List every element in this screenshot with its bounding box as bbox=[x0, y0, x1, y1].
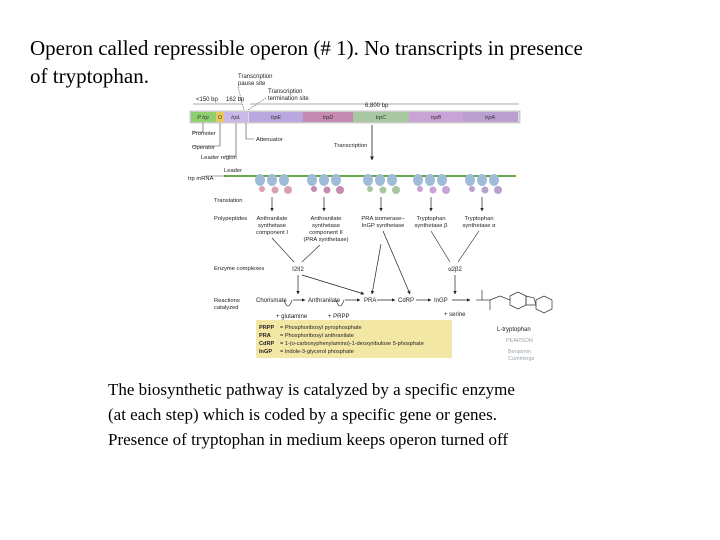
polypeptide-2-line3: component II bbox=[309, 230, 343, 236]
ribosome-group-trpb bbox=[413, 174, 450, 194]
transcription-label: Transcription bbox=[334, 143, 367, 149]
gene-trpc bbox=[353, 112, 409, 122]
polypeptide-1-line1: Anthranilate bbox=[257, 216, 288, 222]
legend-box bbox=[256, 320, 452, 358]
glutamine-label: + glutamine bbox=[276, 314, 308, 320]
trp-mrna-label: trp mRNA bbox=[188, 176, 214, 182]
termination-site-label-2: termination site bbox=[268, 96, 309, 102]
leader-region-label: Leader region bbox=[201, 155, 237, 161]
termination-site-label-1: Transcription bbox=[268, 89, 302, 95]
complex-right-label: α2β2 bbox=[448, 267, 462, 273]
polypeptide-2-line4: (PRA synthetase) bbox=[303, 237, 348, 243]
anthranilate-label: Anthranilate bbox=[308, 298, 341, 304]
gene-label-p-trp: P trp bbox=[197, 115, 208, 121]
gene-trpa bbox=[463, 112, 518, 122]
reactions-label-1: Reactions bbox=[214, 298, 240, 304]
legend-abbr-pra: PRA bbox=[259, 333, 271, 339]
publisher-line-3: Cummings bbox=[508, 356, 535, 362]
gene-label-trpd: trpD bbox=[323, 115, 333, 121]
pause-site-label-2: pause site bbox=[238, 81, 266, 87]
cdrp-label: CdRP bbox=[398, 298, 414, 304]
title-line-2: of tryptophan. bbox=[30, 64, 149, 88]
gene-label-trpa: trpA bbox=[485, 115, 495, 121]
serine-label: + serine bbox=[444, 312, 466, 318]
publisher-line-2: Benjamin bbox=[508, 349, 531, 355]
bp150-label: <150 bp bbox=[196, 97, 219, 103]
legend-abbr-prpp: PRPP bbox=[259, 325, 275, 331]
polypeptide-4-line2: synthetase β bbox=[415, 223, 449, 229]
ribosome-group-trpe bbox=[255, 174, 292, 194]
gene-p-trp bbox=[191, 112, 216, 122]
polypeptide-1-line2: synthetase bbox=[258, 223, 286, 229]
translation-label: Translation bbox=[214, 198, 242, 204]
pause-site-label-1: Transcription bbox=[238, 74, 272, 80]
legend-text-cdrp: = 1-(o-carboxyphenylamino)-1-deoxyribulo… bbox=[280, 341, 424, 347]
reactions-label-2: catalyzed bbox=[214, 305, 239, 311]
chorismate-label: Chorismate bbox=[256, 298, 287, 304]
publisher-name: PEARSON bbox=[506, 338, 533, 344]
l-tryptophan-label: L-tryptophan bbox=[497, 327, 531, 333]
body-line-2: (at each step) which is coded by a speci… bbox=[108, 405, 497, 424]
polypeptide-5-line1: Tryptophan bbox=[464, 216, 493, 222]
polypeptide-2-line2: synthetase bbox=[312, 223, 340, 229]
tryptophan-structure bbox=[476, 290, 553, 314]
bp6800-label: 6,800 bp bbox=[365, 103, 389, 109]
gene-trpe bbox=[249, 112, 303, 122]
polypeptide-3-line2: InGP synthetase bbox=[362, 223, 405, 229]
gene-label-trpb: trpB bbox=[431, 115, 441, 121]
pra-label: PRA bbox=[364, 298, 376, 304]
complex-left-label: I2II2 bbox=[292, 267, 304, 273]
legend-abbr-ingp: InGP bbox=[259, 349, 272, 355]
ribosome-group-trpa bbox=[465, 174, 502, 194]
title-line-1: Operon called repressible operon (# 1). … bbox=[30, 36, 583, 60]
polypeptide-4-line1: Tryptophan bbox=[416, 216, 445, 222]
slide-title: Operon called repressible operon (# 1). … bbox=[30, 34, 690, 90]
ingp-label: InGP bbox=[434, 298, 448, 304]
gene-operator bbox=[216, 112, 224, 122]
leader-label: Leader bbox=[224, 168, 242, 174]
gene-label-trpl: trpL bbox=[231, 115, 240, 121]
polypeptide-1-line3: component I bbox=[256, 230, 288, 236]
ribosome-group-trpd bbox=[307, 174, 344, 194]
gene-label-o: O bbox=[218, 115, 223, 121]
legend-abbr-cdrp: CdRP bbox=[259, 341, 274, 347]
gene-trpl bbox=[224, 112, 248, 122]
polypeptide-3-line1: PRA isomerase– bbox=[361, 216, 405, 222]
gene-label-trpc: trpC bbox=[376, 115, 386, 121]
gene-trpd bbox=[303, 112, 353, 122]
slide-body-text: The biosynthetic pathway is catalyzed by… bbox=[108, 377, 628, 452]
gene-trpb bbox=[409, 112, 463, 122]
prpp-label: + PRPP bbox=[328, 314, 350, 320]
promoter-label: Promoter bbox=[192, 131, 216, 137]
gene-label-trpe: trpE bbox=[271, 115, 281, 121]
operator-label: Operator bbox=[192, 145, 215, 151]
polypeptides-label: Polypeptides bbox=[214, 216, 247, 222]
legend-text-prpp: = Phosphoribosyl pyrophosphate bbox=[280, 325, 362, 331]
polypeptide-5-line2: synthetase α bbox=[463, 223, 497, 229]
body-line-3: Presence of tryptophan in medium keeps o… bbox=[108, 430, 509, 449]
enzyme-complexes-label: Enzyme complexes bbox=[214, 266, 264, 272]
ribosome-group-trpc bbox=[363, 174, 400, 194]
legend-text-ingp: = Indole-3-glycerol phosphate bbox=[280, 349, 354, 355]
legend-text-pra: = Phosphoribosyl anthranilate bbox=[280, 333, 354, 339]
attenuator-label: Attenuator bbox=[256, 137, 283, 143]
bp162-label: 162 bp bbox=[226, 97, 245, 103]
body-line-1: The biosynthetic pathway is catalyzed by… bbox=[108, 380, 515, 399]
polypeptide-2-line1: Anthranilate bbox=[311, 216, 342, 222]
